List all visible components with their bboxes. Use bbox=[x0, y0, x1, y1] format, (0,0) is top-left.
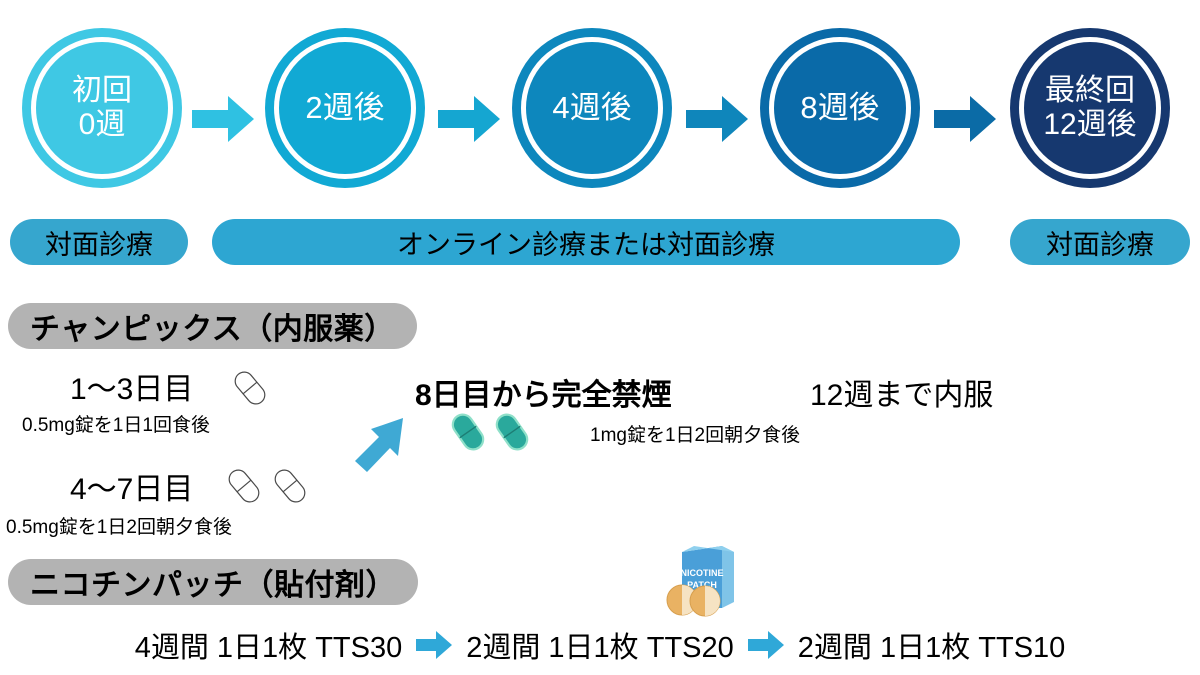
patch-box-label-line1: NICOTINE bbox=[680, 568, 723, 578]
champix-duration: 12週まで内服 bbox=[810, 379, 994, 412]
timeline-arrow-2 bbox=[438, 96, 500, 142]
capsule-outline-icon bbox=[222, 464, 266, 508]
circle-inner-ring bbox=[31, 37, 173, 179]
banner-in-person-final: 対面診療 bbox=[1010, 219, 1190, 265]
step-initial-week0[interactable]: 初回 0週 bbox=[22, 28, 182, 188]
circle-inner-ring bbox=[274, 37, 416, 179]
patch-arrow-icon bbox=[747, 631, 784, 659]
step-week8[interactable]: 8週後 bbox=[760, 28, 920, 188]
circle-inner-ring bbox=[769, 37, 911, 179]
timeline-arrow-1 bbox=[192, 96, 254, 142]
step-week2[interactable]: 2週後 bbox=[265, 28, 425, 188]
timeline-arrow-4 bbox=[934, 96, 996, 142]
step-label: 初回 0週 bbox=[72, 74, 132, 141]
banner-in-person-first: 対面診療 bbox=[10, 219, 188, 265]
champix-day4-7-detail: 0.5mg錠を1日2回朝夕食後 bbox=[6, 517, 232, 538]
capsule-outline-icon bbox=[268, 464, 312, 508]
step-label: 8週後 bbox=[800, 89, 880, 125]
patch-step-tts30: 4週間 1日1枚 TTS30 bbox=[134, 632, 403, 664]
champix-day8-title: 8日目から完全禁煙 bbox=[415, 379, 672, 412]
timeline-row: 初回 0週 2週後 4週後 8週後 最終回 12週後 bbox=[0, 0, 1200, 215]
banner-online-or-in-person: オンライン診療または対面診療 bbox=[212, 219, 960, 265]
timeline-arrow-3 bbox=[686, 96, 748, 142]
step-label: 4週後 bbox=[552, 89, 632, 125]
champix-section-header: チャンピックス（内服薬） bbox=[8, 303, 417, 349]
step-final-week12[interactable]: 最終回 12週後 bbox=[1010, 28, 1170, 188]
banner-row: 対面診療 オンライン診療または対面診療 対面診療 bbox=[0, 219, 1200, 271]
step-label: 2週後 bbox=[305, 89, 385, 125]
transition-arrow-icon bbox=[345, 412, 409, 476]
circle-inner-ring bbox=[521, 37, 663, 179]
banner-label: オンライン診療または対面診療 bbox=[397, 229, 775, 260]
circle-inner-ring bbox=[1019, 37, 1161, 179]
banner-label: 対面診療 bbox=[1046, 229, 1154, 260]
patch-step-tts10: 2週間 1日1枚 TTS10 bbox=[797, 632, 1066, 664]
banner-label: 対面診療 bbox=[45, 229, 153, 260]
capsule-filled-icon bbox=[444, 408, 492, 456]
step-label: 最終回 12週後 bbox=[1043, 74, 1137, 141]
capsule-outline-icon bbox=[228, 366, 272, 410]
champix-day8-detail: 1mg錠を1日2回朝夕食後 bbox=[590, 425, 801, 446]
patch-arrow-icon bbox=[416, 631, 453, 659]
champix-header-label: チャンピックス（内服薬） bbox=[30, 313, 395, 346]
patch-section-header: ニコチンパッチ（貼付剤） bbox=[8, 559, 418, 605]
capsule-filled-icon bbox=[488, 408, 536, 456]
champix-day1-3-title: 1〜3日目 bbox=[70, 373, 194, 406]
champix-day1-3-detail: 0.5mg錠を1日1回食後 bbox=[22, 415, 210, 436]
patch-box-label-line2: PATCH bbox=[687, 580, 717, 590]
patch-header-label: ニコチンパッチ（貼付剤） bbox=[30, 569, 396, 602]
nicotine-patch-box-icon: NICOTINE PATCH bbox=[660, 538, 742, 620]
step-week4[interactable]: 4週後 bbox=[512, 28, 672, 188]
patch-schedule-row: 4週間 1日1枚 TTS30 2週間 1日1枚 TTS20 2週間 1日1枚 T… bbox=[0, 622, 1200, 668]
patch-step-tts20: 2週間 1日1枚 TTS20 bbox=[466, 632, 734, 664]
champix-day4-7-title: 4〜7日目 bbox=[70, 473, 194, 506]
